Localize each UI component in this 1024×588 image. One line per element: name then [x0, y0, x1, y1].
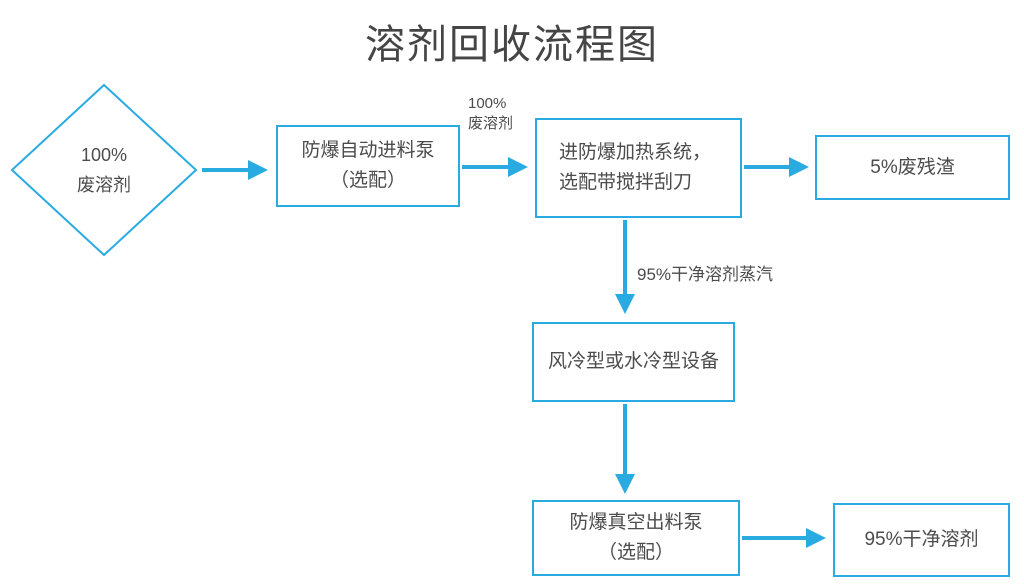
node-label: （选配） [329, 170, 406, 191]
node-label: 废溶剂 [77, 175, 131, 195]
start-diamond-shape [10, 83, 198, 257]
node-feed-pump: 防爆自动进料泵 （选配） [276, 125, 460, 207]
node-label: 防爆真空出料泵 [569, 512, 703, 533]
edge-label-line: 95%干净溶剂蒸汽 [637, 265, 774, 284]
node-label: 风冷型或水冷型设备 [547, 351, 719, 372]
edge-label-feed-to-heating: 100% 废溶剂 [468, 94, 513, 134]
node-label: 95%干净溶剂 [864, 529, 979, 550]
node-label: 防爆自动进料泵 [301, 140, 435, 161]
page-title: 溶剂回收流程图 [365, 23, 659, 67]
edge-label-line: 100% [468, 95, 507, 112]
node-waste-residue: 5%废残渣 [815, 135, 1010, 200]
node-label: 5%废残渣 [870, 156, 955, 178]
edge-label-line: 废溶剂 [468, 115, 514, 132]
node-clean-solvent-out: 95%干净溶剂 [833, 503, 1010, 577]
node-cooling-device: 风冷型或水冷型设备 [532, 322, 735, 402]
edge-label-heating-to-cooling: 95%干净溶剂蒸汽 [637, 260, 773, 285]
node-waste-solvent-in: 100% 废溶剂 [34, 140, 174, 200]
node-label: 进防爆加热系统， [559, 142, 712, 163]
node-label: 选配带搅拌刮刀 [559, 172, 693, 193]
node-label: 100% [80, 145, 128, 165]
node-label: （选配） [597, 542, 674, 563]
node-heating-system: 进防爆加热系统， 选配带搅拌刮刀 [535, 118, 742, 218]
node-discharge-pump: 防爆真空出料泵 （选配） [532, 500, 740, 576]
